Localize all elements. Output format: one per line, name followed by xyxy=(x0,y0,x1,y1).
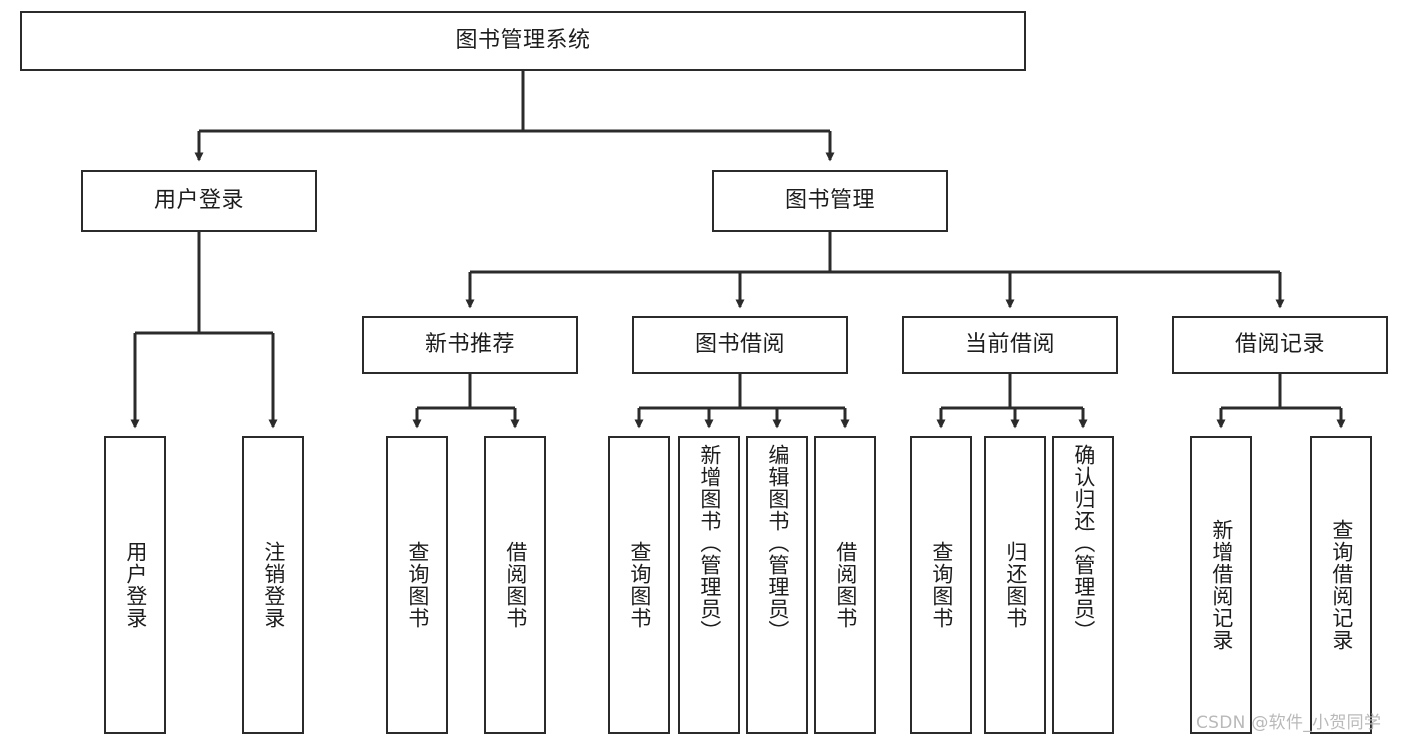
node-leaf-query-book-rec[interactable]: 查询图书 xyxy=(386,436,448,734)
node-leaf-borrow-book-rec[interactable]: 借阅图书 xyxy=(484,436,546,734)
node-borrow-record[interactable]: 借阅记录 xyxy=(1172,316,1388,374)
node-leaf-return-book-label: 归还图书 xyxy=(1003,541,1028,629)
node-leaf-user-login[interactable]: 用户登录 xyxy=(104,436,166,734)
node-leaf-add-book-label: 新增图书（管理员） xyxy=(697,444,722,642)
node-borrow-record-label: 借阅记录 xyxy=(1234,332,1325,358)
node-leaf-confirm-return[interactable]: 确认归还（管理员） xyxy=(1052,436,1114,734)
node-leaf-user-logout-label: 注销登录 xyxy=(261,541,286,629)
node-book-manage[interactable]: 图书管理 xyxy=(712,170,948,232)
node-leaf-query-book-borrow-label: 查询图书 xyxy=(627,541,652,629)
node-leaf-user-logout[interactable]: 注销登录 xyxy=(242,436,304,734)
node-user-login[interactable]: 用户登录 xyxy=(81,170,317,232)
node-leaf-add-book[interactable]: 新增图书（管理员） xyxy=(678,436,740,734)
node-new-book-recommend-label: 新书推荐 xyxy=(424,332,515,358)
node-leaf-query-book-rec-label: 查询图书 xyxy=(405,541,430,629)
node-book-manage-label: 图书管理 xyxy=(784,188,875,214)
node-leaf-user-login-label: 用户登录 xyxy=(123,541,148,629)
watermark-text: CSDN @软件_小贺同学 xyxy=(1196,713,1382,733)
node-leaf-borrow-book[interactable]: 借阅图书 xyxy=(814,436,876,734)
node-current-borrow[interactable]: 当前借阅 xyxy=(902,316,1118,374)
node-new-book-recommend[interactable]: 新书推荐 xyxy=(362,316,578,374)
node-current-borrow-label: 当前借阅 xyxy=(964,332,1055,358)
node-book-borrow[interactable]: 图书借阅 xyxy=(632,316,848,374)
node-leaf-query-record-label: 查询借阅记录 xyxy=(1329,519,1354,651)
node-book-borrow-label: 图书借阅 xyxy=(694,332,785,358)
node-leaf-query-record[interactable]: 查询借阅记录 xyxy=(1310,436,1372,734)
node-leaf-edit-book[interactable]: 编辑图书（管理员） xyxy=(746,436,808,734)
node-leaf-add-record[interactable]: 新增借阅记录 xyxy=(1190,436,1252,734)
node-leaf-confirm-return-label: 确认归还（管理员） xyxy=(1071,444,1096,642)
node-leaf-query-book-borrow[interactable]: 查询图书 xyxy=(608,436,670,734)
node-leaf-borrow-book-label: 借阅图书 xyxy=(833,541,858,629)
node-leaf-return-book[interactable]: 归还图书 xyxy=(984,436,1046,734)
node-user-login-label: 用户登录 xyxy=(153,188,244,214)
node-leaf-borrow-book-rec-label: 借阅图书 xyxy=(503,541,528,629)
node-leaf-add-record-label: 新增借阅记录 xyxy=(1209,519,1234,651)
node-root-label: 图书管理系统 xyxy=(455,28,591,54)
node-leaf-query-book-cur-label: 查询图书 xyxy=(929,541,954,629)
node-leaf-edit-book-label: 编辑图书（管理员） xyxy=(765,444,790,642)
node-root[interactable]: 图书管理系统 xyxy=(20,11,1026,71)
node-leaf-query-book-cur[interactable]: 查询图书 xyxy=(910,436,972,734)
